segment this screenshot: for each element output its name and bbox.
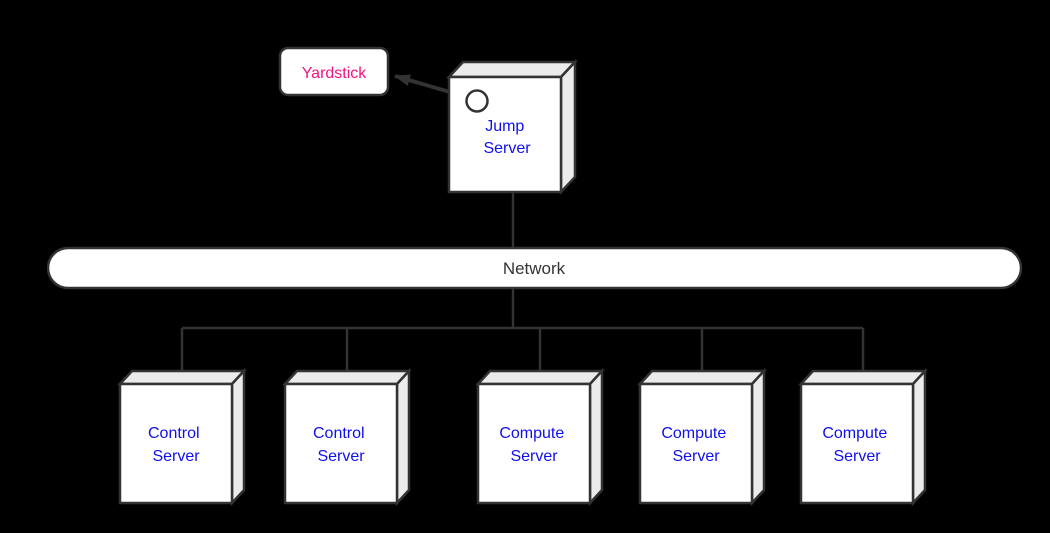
control-server-2-node: Control Server bbox=[282, 367, 412, 507]
compute-server-1-label-line1: Compute bbox=[499, 425, 564, 442]
control-server-1-top-face bbox=[117, 369, 247, 386]
compute-server-3-node: Compute Server bbox=[798, 367, 928, 507]
control-server-2-label-line1: Control bbox=[313, 425, 365, 442]
control-server-1-front-face bbox=[118, 382, 234, 505]
compute-server-3-label: Compute Server bbox=[822, 425, 891, 465]
network-label: Network bbox=[503, 259, 566, 278]
yardstick-node: Yardstick bbox=[278, 46, 390, 97]
control-server-2-front-face bbox=[283, 382, 399, 505]
compute-server-2-label-line1: Compute bbox=[661, 425, 726, 442]
compute-server-2-side-face bbox=[750, 367, 766, 507]
compute-server-3-label-line2: Server bbox=[833, 448, 881, 465]
compute-server-3-top-face bbox=[798, 369, 928, 386]
compute-server-3-side-face bbox=[911, 367, 927, 507]
jump-server-port-icon bbox=[465, 89, 489, 113]
network-node: Network bbox=[46, 246, 1023, 290]
compute-server-3-front-face bbox=[799, 382, 915, 505]
control-server-2-label: Control Server bbox=[313, 425, 369, 465]
control-server-1-label-line1: Control bbox=[148, 425, 200, 442]
compute-server-2-label-line2: Server bbox=[672, 448, 720, 465]
compute-server-1-label-line2: Server bbox=[510, 448, 558, 465]
compute-server-2-front-face bbox=[638, 382, 754, 505]
control-server-1-side-face bbox=[230, 367, 246, 507]
yardstick-box bbox=[278, 46, 390, 97]
control-server-2-top-face bbox=[282, 369, 412, 386]
yardstick-label: Yardstick bbox=[302, 65, 368, 82]
control-server-2-label-line2: Server bbox=[317, 448, 365, 465]
compute-server-2-label: Compute Server bbox=[661, 425, 730, 465]
control-server-1-node: Control Server bbox=[117, 367, 247, 507]
jump-server-top-face bbox=[446, 60, 578, 79]
compute-server-1-front-face bbox=[476, 382, 592, 505]
compute-server-1-node: Compute Server bbox=[475, 367, 605, 507]
network-bar bbox=[46, 246, 1023, 290]
compute-server-2-node: Compute Server bbox=[637, 367, 767, 507]
jump-server-node: Jump Server bbox=[446, 58, 578, 196]
control-server-2-side-face bbox=[395, 367, 411, 507]
control-server-1-label: Control Server bbox=[148, 425, 204, 465]
connectors bbox=[180, 192, 865, 372]
control-server-1-label-line2: Server bbox=[152, 448, 200, 465]
compute-server-1-label: Compute Server bbox=[499, 425, 568, 465]
jump-server-label: Jump Server bbox=[483, 118, 531, 157]
compute-server-1-top-face bbox=[475, 369, 605, 386]
jump-server-label-line1: Jump bbox=[485, 118, 524, 135]
jump-server-label-line2: Server bbox=[483, 140, 531, 157]
compute-server-1-side-face bbox=[588, 367, 604, 507]
compute-server-2-top-face bbox=[637, 369, 767, 386]
jump-server-side-face bbox=[559, 58, 577, 196]
compute-server-3-label-line1: Compute bbox=[822, 425, 887, 442]
